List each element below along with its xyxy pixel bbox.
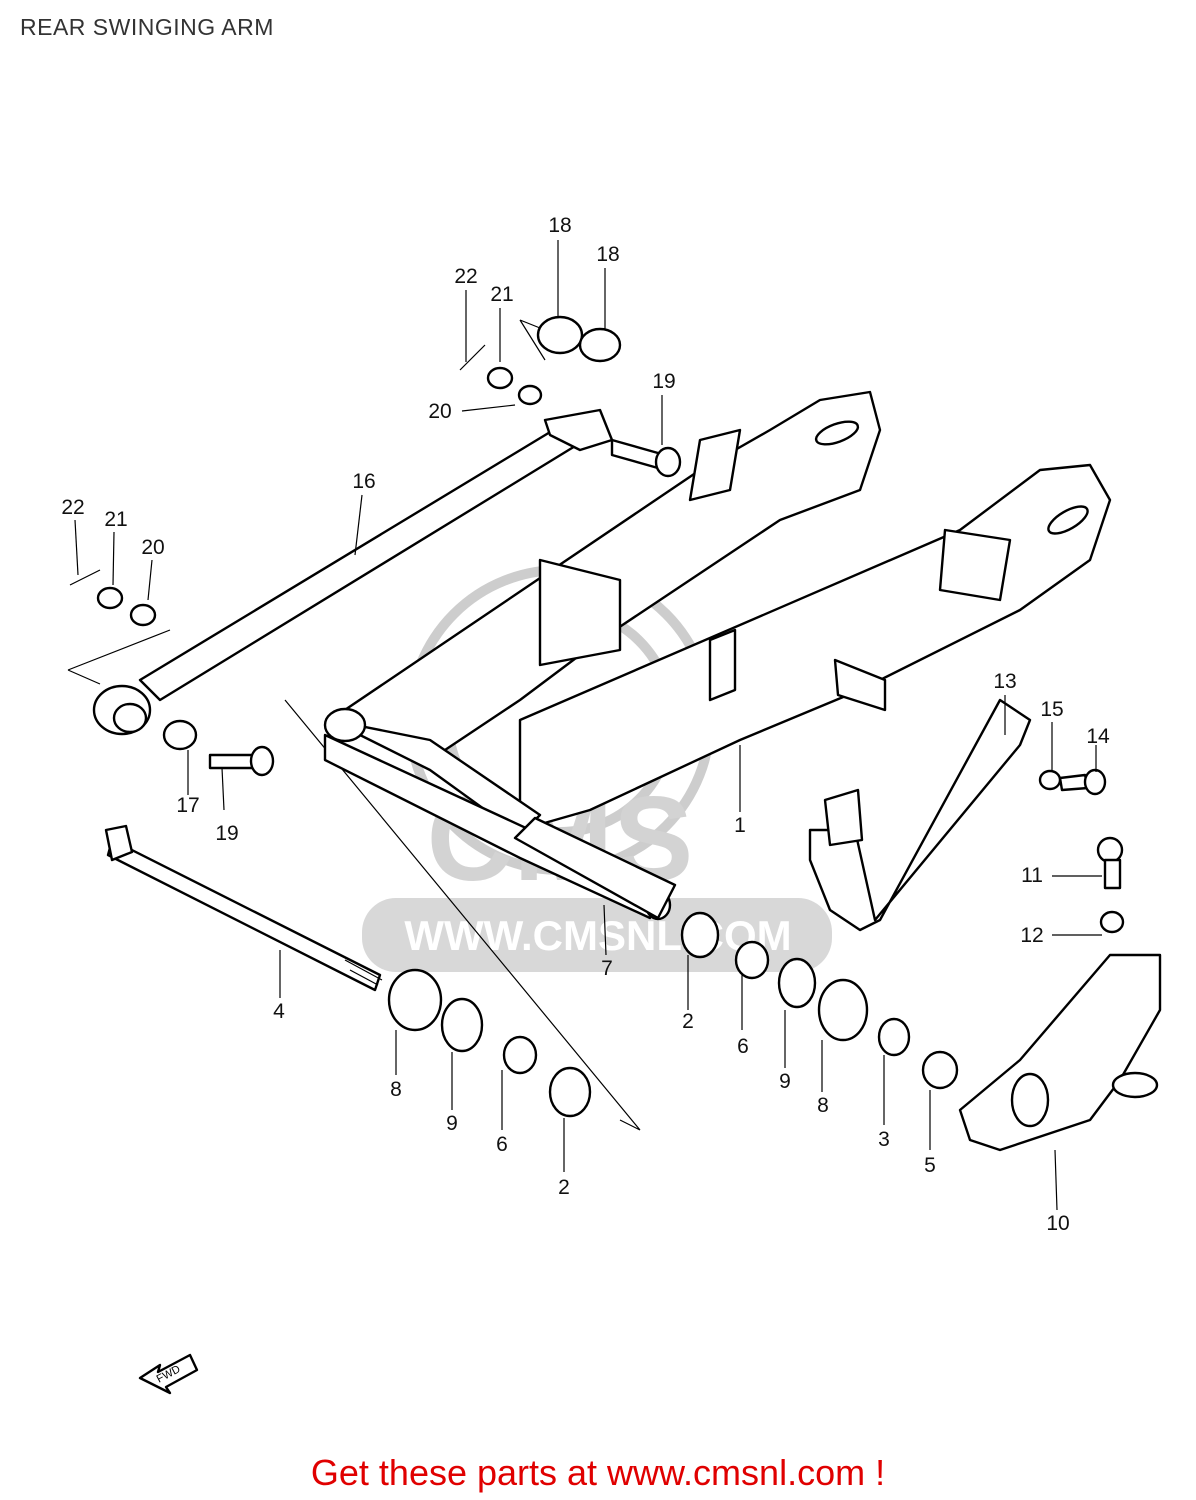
- callout-labels: 18 18 22 21 19 20 16 22 21 20 13 15 14 1…: [61, 214, 1110, 1235]
- callout-20: 20: [428, 400, 451, 423]
- chain-guide-bracket: [958, 953, 1162, 1152]
- callout-2: 2: [558, 1176, 570, 1199]
- hardware: [69, 315, 1125, 1118]
- callout-9: 9: [779, 1070, 791, 1093]
- callout-20: 20: [141, 536, 164, 559]
- page-title: REAR SWINGING ARM: [20, 14, 274, 40]
- callout-18: 18: [548, 214, 571, 237]
- callout-1: 1: [734, 814, 746, 837]
- tie-rod: [92, 408, 614, 736]
- callout-6: 6: [496, 1133, 508, 1156]
- callout-14: 14: [1086, 725, 1110, 748]
- callout-6: 6: [737, 1035, 749, 1058]
- callout-18: 18: [596, 243, 619, 266]
- pivot-shaft: [104, 824, 383, 992]
- footer-link[interactable]: Get these parts at www.cmsnl.com !: [310, 1452, 886, 1493]
- callout-21: 21: [104, 508, 127, 531]
- guide-lines: [67, 319, 641, 1131]
- callout-22: 22: [454, 265, 477, 288]
- callout-4: 4: [273, 1000, 285, 1023]
- chain-buffer: [808, 698, 1032, 932]
- callout-13: 13: [993, 670, 1016, 693]
- leader-lines: [74, 240, 1102, 1211]
- callout-19: 19: [215, 822, 238, 845]
- callout-9: 9: [446, 1112, 458, 1135]
- callout-11: 11: [1021, 864, 1043, 887]
- callout-7: 7: [601, 957, 613, 980]
- callout-16: 16: [352, 470, 375, 493]
- callout-8: 8: [817, 1094, 829, 1117]
- callout-12: 12: [1020, 924, 1043, 947]
- swing-arm: [328, 390, 1112, 837]
- callout-15: 15: [1040, 698, 1063, 721]
- callout-21: 21: [490, 283, 513, 306]
- callout-3: 3: [878, 1128, 890, 1151]
- callout-10: 10: [1046, 1212, 1069, 1235]
- callout-22: 22: [61, 496, 84, 519]
- callout-8: 8: [390, 1078, 402, 1101]
- fwd-arrow-icon: FWD: [138, 1353, 199, 1395]
- callout-5: 5: [924, 1154, 936, 1177]
- callout-2: 2: [682, 1010, 694, 1033]
- callout-19: 19: [652, 370, 675, 393]
- callout-17: 17: [176, 794, 199, 817]
- pivot-tube: [323, 707, 677, 921]
- watermark-url: WWW.CMSNL.COM: [404, 912, 791, 959]
